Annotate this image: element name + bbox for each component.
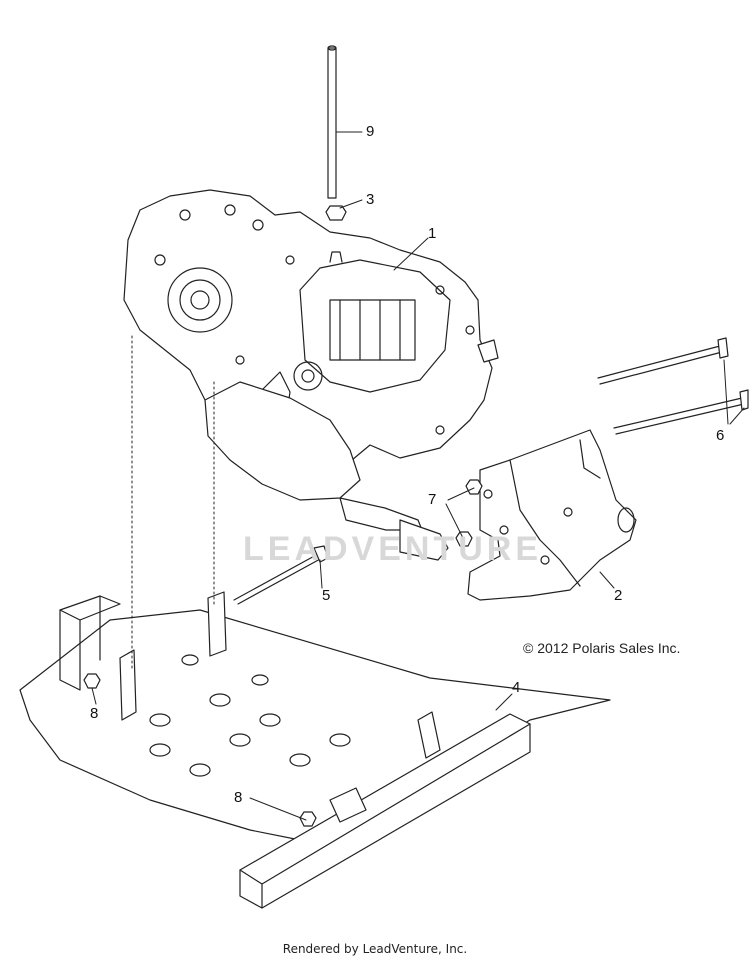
callout-leaders [91, 131, 745, 821]
callout-1: 1 [428, 225, 437, 242]
callout-6: 6 [716, 427, 725, 444]
callout-4: 4 [512, 679, 521, 696]
part-5-bolt [233, 545, 329, 605]
copyright-notice: © 2012 Polaris Sales Inc. [523, 640, 681, 656]
part-6-long-bolts [597, 337, 749, 435]
part-1-transmission [123, 189, 499, 561]
callout-7: 7 [428, 491, 437, 508]
alignment-dashed-lines [131, 335, 215, 669]
part-2-mount-bracket [467, 429, 637, 601]
part-8-nuts [83, 673, 317, 827]
callout-5: 5 [322, 587, 331, 604]
footer-rendered-by: Rendered by LeadVenture, Inc. [282, 942, 468, 956]
chassis-frame [19, 591, 611, 909]
callout-3: 3 [366, 191, 375, 208]
callout-8-left: 8 [90, 705, 99, 722]
callout-8-bottom: 8 [234, 789, 243, 806]
callout-2: 2 [614, 587, 623, 604]
watermark: LEADVENTURE [243, 530, 543, 568]
callout-9: 9 [366, 123, 375, 140]
part-9-long-rod [327, 45, 337, 199]
part-3-bushing [325, 205, 347, 221]
